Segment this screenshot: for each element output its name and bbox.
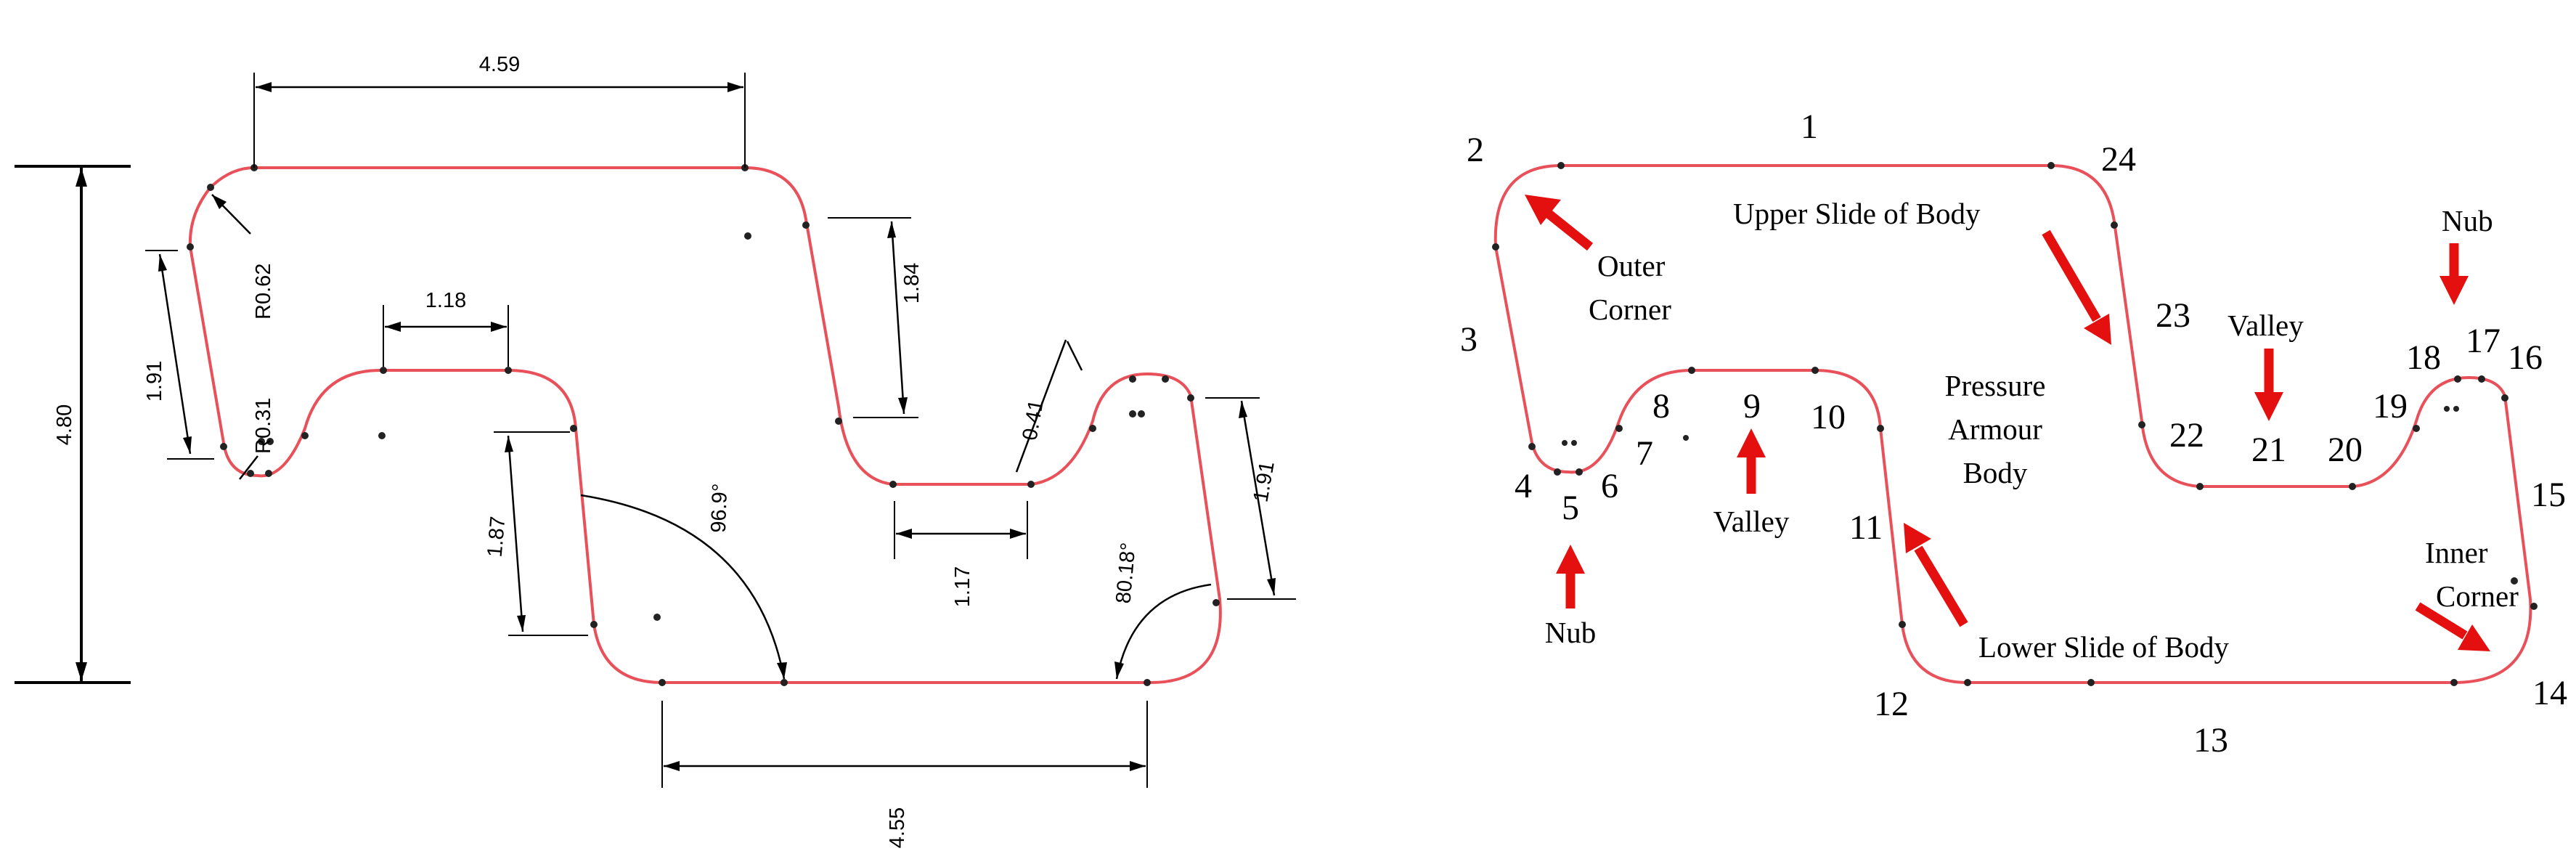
arrow-inner-corner: [2415, 602, 2490, 651]
dim-bottom-width: 4.55: [886, 807, 909, 848]
arrow-outer-corner: [1525, 195, 1594, 251]
node-number-19: 19: [2373, 387, 2408, 426]
label-valley-left: Valley: [1713, 505, 1790, 538]
label-pressure-line3: Body: [1963, 456, 2028, 489]
node-number-3: 3: [1460, 320, 1477, 359]
profile-outline-right: [1493, 164, 2532, 684]
dim-outer-radius: R0.62: [252, 264, 275, 319]
dimensioned-profile-panel: 4.59 4.80 R0.62 R0.31 1.91 1.18: [15, 53, 1296, 848]
label-upper-slide: Upper Slide of Body: [1733, 197, 1981, 230]
node-number-1: 1: [1801, 107, 1818, 146]
node-number-12: 12: [1874, 685, 1909, 723]
dim-angle-lower: 96.9°: [707, 483, 732, 533]
label-inner-corner-line1: Inner: [2425, 536, 2488, 569]
label-inner-corner-line2: Corner: [2436, 579, 2519, 613]
node-number-16: 16: [2508, 338, 2543, 377]
labelled-profile-panel: 1 2 3 4 5 6 7 8 9 10 11 12 13 14 15 16 1…: [1460, 107, 2567, 760]
label-nub-right: Nub: [2442, 204, 2493, 237]
node-number-22: 22: [2169, 416, 2204, 455]
label-outer-corner-line1: Outer: [1597, 249, 1666, 282]
node-number-14: 14: [2532, 674, 2567, 712]
profile-nodes-right: [1492, 162, 2538, 686]
profile-nodes-left: [187, 164, 1220, 686]
node-number-23: 23: [2156, 296, 2190, 335]
node-number-17: 17: [2466, 322, 2500, 360]
label-pressure-line1: Pressure: [1945, 369, 2046, 402]
arrow-nub-left: [1556, 545, 1585, 608]
label-nub-left: Nub: [1545, 616, 1597, 649]
node-number-18: 18: [2406, 338, 2441, 377]
node-number-20: 20: [2328, 431, 2363, 469]
arrow-nub-right: [2440, 243, 2469, 305]
node-number-11: 11: [1849, 508, 1883, 547]
node-number-2: 2: [1467, 131, 1484, 169]
label-valley-right: Valley: [2227, 309, 2304, 342]
label-outer-corner-line2: Corner: [1589, 293, 1671, 326]
node-number-6: 6: [1601, 467, 1618, 505]
node-number-24: 24: [2101, 140, 2136, 179]
arrow-valley-left: [1737, 428, 1766, 494]
node-number-10: 10: [1811, 398, 1846, 436]
arrow-upper-slide: [2042, 229, 2111, 345]
dim-right-valley-width: 1.17: [951, 566, 974, 607]
dim-inner-radius: R0.31: [252, 398, 275, 454]
dim-valley-width: 1.18: [425, 289, 466, 312]
node-number-15: 15: [2531, 476, 2566, 514]
arrow-valley-right: [2254, 349, 2283, 421]
dim-angle-right: 80.18°: [1112, 542, 1140, 605]
dim-nub-height: 0.41: [1018, 398, 1048, 442]
label-pressure-line2: Armour: [1948, 412, 2042, 446]
dim-right-side: 1.91: [1249, 460, 1279, 504]
node-number-13: 13: [2193, 721, 2228, 760]
dim-lower-slide: 1.87: [484, 516, 510, 558]
dim-left-side: 1.91: [143, 361, 166, 402]
arrow-lower-slide: [1904, 523, 1968, 627]
profile-outline-left: [188, 166, 1222, 684]
node-number-7: 7: [1636, 434, 1653, 473]
dim-upper-slide: 1.84: [900, 263, 924, 304]
node-number-9: 9: [1743, 387, 1761, 426]
label-lower-slide: Lower Slide of Body: [1978, 630, 2230, 664]
dim-height: 4.80: [53, 404, 76, 445]
node-number-8: 8: [1652, 387, 1670, 426]
node-number-5: 5: [1562, 489, 1579, 527]
dim-top-width: 4.59: [479, 53, 520, 76]
node-number-4: 4: [1515, 467, 1532, 505]
node-number-21: 21: [2251, 431, 2286, 469]
